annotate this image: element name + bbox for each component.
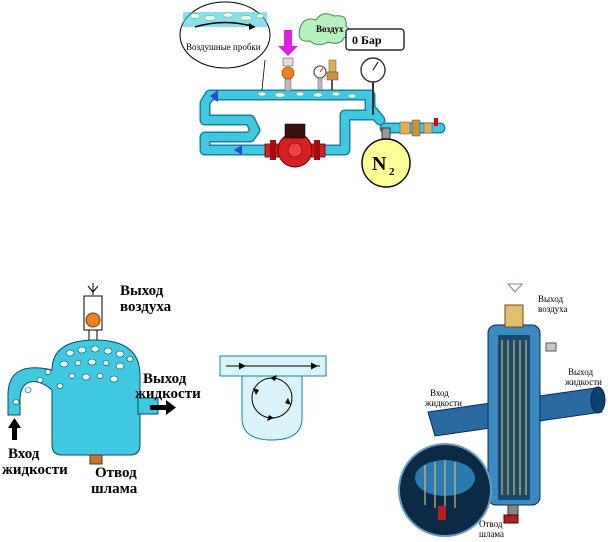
pressure-readout: 0 Бар <box>345 28 405 51</box>
air-cloud-label: Воздух <box>316 24 344 34</box>
sep-liquid-inlet-label: Вход жидкости <box>2 446 68 478</box>
separator-bubbles <box>12 345 134 405</box>
vortex-flow-diagram <box>219 355 327 441</box>
sep-air-outlet-label: Выход воздуха <box>120 283 172 315</box>
circulation-pump-icon <box>264 123 326 168</box>
heating-loop-diagram: Воздушные пробки Воздух <box>179 1 446 188</box>
air-pockets-label: Воздушные пробки <box>186 42 261 52</box>
pipe-loop-fill <box>201 91 444 154</box>
photo-sludge-drain-label: Отвод шлама <box>479 519 505 539</box>
sep-sludge-drain-label: Отвод шлама <box>91 465 140 497</box>
svg-text:0 Бар: 0 Бар <box>352 33 382 47</box>
pressure-gauge-small-icon <box>313 65 327 91</box>
safety-valve-icon <box>326 59 339 90</box>
separator-body <box>7 339 141 456</box>
expansion-tank-icon: N 2 <box>361 127 411 188</box>
pressure-gauge-icon <box>360 57 386 115</box>
separator-cutaway-illustration: Выход воздуха Выход жидкости Вход жидкос… <box>398 283 606 539</box>
flow-arrow-lower <box>234 145 242 155</box>
tank-label-subscript: 2 <box>389 166 395 178</box>
air-pocket-magnifier: Воздушные пробки <box>179 1 271 91</box>
sep-liquid-outlet-label: Выход жидкости <box>135 371 201 402</box>
photo-air-outlet-label: Выход воздуха <box>538 294 568 314</box>
air-cloud: Воздух <box>298 13 350 46</box>
liquid-inlet-arrow <box>8 418 21 440</box>
photo-liquid-inlet-label: Вход жидкости <box>424 388 462 408</box>
air-vent-icon <box>281 57 295 92</box>
air-bubbles <box>257 91 357 99</box>
sludge-drain-icon <box>89 454 103 465</box>
flow-arrow-left <box>210 90 218 102</box>
liquid-outlet-arrow <box>150 400 176 415</box>
air-release-arrow <box>278 30 298 56</box>
fill-valve-icon <box>399 118 438 137</box>
photo-liquid-outlet-label: Выход жидкости <box>564 367 602 387</box>
tank-label: N <box>372 153 387 175</box>
air-outlet-vent-icon <box>83 283 103 343</box>
separator-diagram: Выход воздуха Выход жидкости Вход жидкос… <box>2 283 201 497</box>
